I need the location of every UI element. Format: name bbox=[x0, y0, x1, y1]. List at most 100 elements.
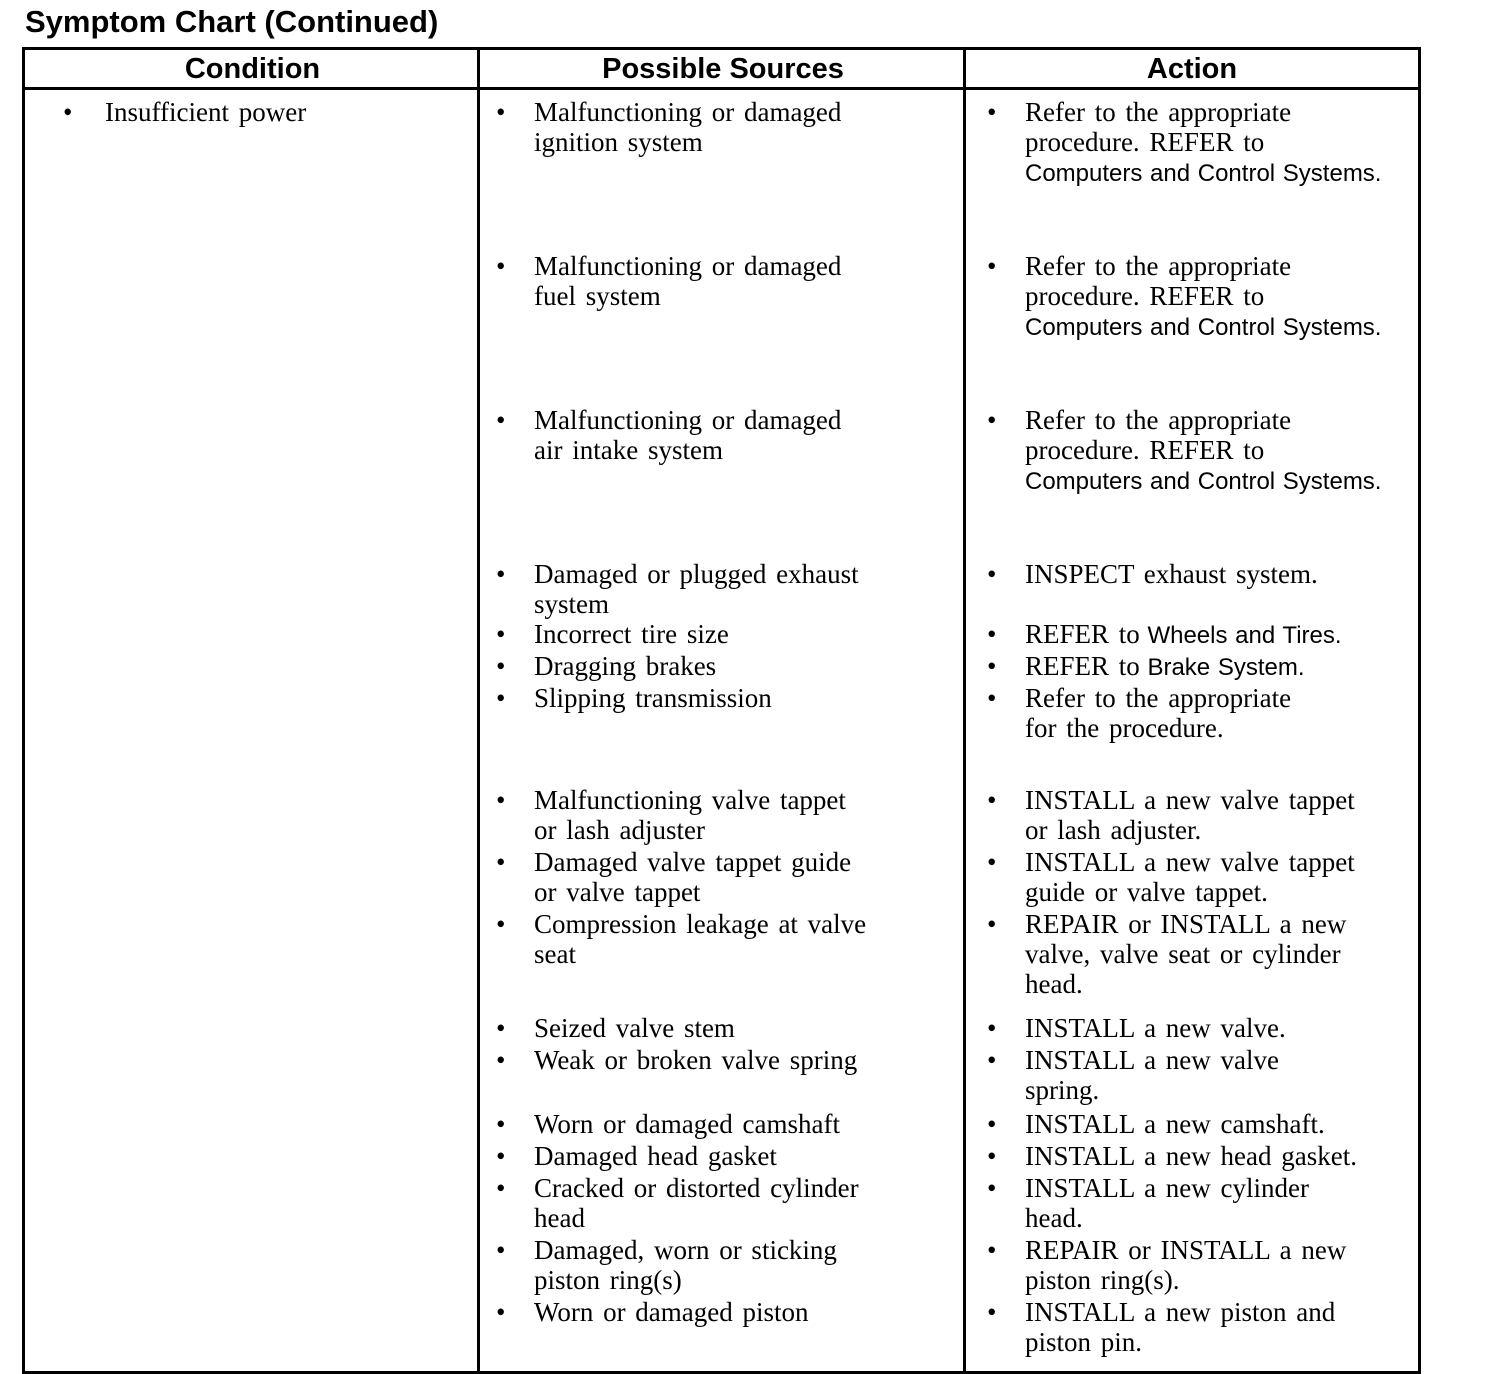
action-cell: • INSTALL a new valve. bbox=[966, 1013, 1418, 1045]
source-cell: • Damaged head gasket bbox=[480, 1141, 966, 1173]
source-text: Damaged valve tappet guide or valve tapp… bbox=[534, 847, 852, 907]
table-row: • Worn or damaged camshaft • INSTALL a n… bbox=[480, 1109, 1418, 1141]
bullet-icon: • bbox=[496, 785, 506, 815]
action-main-text: INSTALL a new valve tappet guide or valv… bbox=[1025, 847, 1355, 907]
table-row: • Dragging brakes • REFER to Brake Syste… bbox=[480, 651, 1418, 683]
action-cell: • Refer to the appropriate procedure. RE… bbox=[966, 405, 1418, 497]
bullet-icon: • bbox=[496, 651, 506, 681]
source-text: Slipping transmission bbox=[534, 683, 772, 713]
action-cell: • INSTALL a new valve tappet or lash adj… bbox=[966, 785, 1418, 847]
table-row: • Worn or damaged piston • INSTALL a new… bbox=[480, 1297, 1418, 1359]
action-text: INSTALL a new valve. bbox=[1025, 1013, 1412, 1045]
action-main-text: INSTALL a new cylinder head. bbox=[1025, 1173, 1309, 1233]
bullet-icon: • bbox=[987, 785, 997, 815]
table-row: • Damaged head gasket • INSTALL a new he… bbox=[480, 1141, 1418, 1173]
source-text: Incorrect tire size bbox=[534, 619, 729, 649]
source-cell: • Damaged, worn or sticking piston ring(… bbox=[480, 1235, 966, 1297]
action-cell: • Refer to the appropriate procedure. RE… bbox=[966, 97, 1418, 189]
bullet-icon: • bbox=[63, 97, 73, 127]
source-cell: • Damaged or plugged exhaust system bbox=[480, 559, 966, 619]
source-text: Damaged, worn or sticking piston ring(s) bbox=[534, 1235, 837, 1295]
action-text: Refer to the appropriate procedure. REFE… bbox=[1025, 97, 1412, 189]
action-main-text: INSTALL a new piston and piston pin. bbox=[1025, 1297, 1336, 1357]
source-cell: • Malfunctioning or damaged air intake s… bbox=[480, 405, 966, 497]
bullet-icon: • bbox=[496, 1109, 506, 1139]
action-main-text: INSTALL a new valve spring. bbox=[1025, 1045, 1280, 1105]
column-divider bbox=[963, 50, 966, 1371]
symptom-chart-table: Condition Possible Sources Action • Insu… bbox=[22, 47, 1421, 1374]
source-cell: • Damaged valve tappet guide or valve ta… bbox=[480, 847, 966, 909]
header-action: Action bbox=[1146, 53, 1238, 85]
bullet-icon: • bbox=[496, 683, 506, 713]
bullet-icon: • bbox=[496, 1235, 506, 1265]
bullet-icon: • bbox=[496, 97, 506, 127]
bullet-icon: • bbox=[496, 1297, 506, 1327]
action-main-text: Refer to the appropriate procedure. REFE… bbox=[1025, 97, 1292, 157]
source-cell: • Malfunctioning or damaged ignition sys… bbox=[480, 97, 966, 189]
bullet-icon: • bbox=[987, 97, 997, 127]
table-body-row: • Insufficient power • Malfunctioning or… bbox=[25, 90, 1418, 1371]
header-condition: Condition bbox=[184, 53, 321, 85]
manual-page: Symptom Chart (Continued) Condition Poss… bbox=[22, 4, 1421, 1374]
action-main-text: INSTALL a new head gasket. bbox=[1025, 1141, 1357, 1171]
column-divider bbox=[477, 50, 480, 1371]
bullet-icon: • bbox=[496, 847, 506, 877]
action-text: REPAIR or INSTALL a new piston ring(s). bbox=[1025, 1235, 1412, 1297]
bullet-icon: • bbox=[987, 251, 997, 281]
action-text: INSTALL a new valve tappet or lash adjus… bbox=[1025, 785, 1412, 847]
source-cell: • Seized valve stem bbox=[480, 1013, 966, 1045]
action-cell: • REFER to Brake System. bbox=[966, 651, 1418, 683]
bullet-icon: • bbox=[496, 1045, 506, 1075]
table-row: • Damaged, worn or sticking piston ring(… bbox=[480, 1235, 1418, 1297]
source-cell: • Incorrect tire size bbox=[480, 619, 966, 651]
action-cell: • Refer to the appropriate procedure. RE… bbox=[966, 251, 1418, 343]
source-cell: • Malfunctioning or damaged fuel system bbox=[480, 251, 966, 343]
action-text: INSTALL a new piston and piston pin. bbox=[1025, 1297, 1412, 1359]
source-text: Malfunctioning valve tappet or lash adju… bbox=[534, 785, 846, 845]
table-row: • Slipping transmission • Refer to the a… bbox=[480, 683, 1418, 745]
bullet-icon: • bbox=[987, 1141, 997, 1171]
bullet-icon: • bbox=[987, 1013, 997, 1043]
table-row: • Malfunctioning or damaged air intake s… bbox=[480, 405, 1418, 497]
action-reference-text: Computers and Control Systems. bbox=[1025, 468, 1382, 495]
bullet-icon: • bbox=[987, 1173, 997, 1203]
action-main-text: REPAIR or INSTALL a new valve, valve sea… bbox=[1025, 909, 1347, 999]
bullet-icon: • bbox=[496, 1173, 506, 1203]
source-cell: • Worn or damaged piston bbox=[480, 1297, 966, 1359]
action-cell: • REPAIR or INSTALL a new valve, valve s… bbox=[966, 909, 1418, 1001]
action-text: INSTALL a new head gasket. bbox=[1025, 1141, 1412, 1173]
action-text: Refer to the appropriate procedure. REFE… bbox=[1025, 405, 1412, 497]
symptom-group: • Worn or damaged camshaft • INSTALL a n… bbox=[480, 1109, 1418, 1359]
action-reference-text: Computers and Control Systems. bbox=[1025, 160, 1382, 187]
bullet-icon: • bbox=[496, 619, 506, 649]
bullet-icon: • bbox=[987, 405, 997, 435]
action-text: INSTALL a new cylinder head. bbox=[1025, 1173, 1412, 1235]
source-text: Seized valve stem bbox=[534, 1013, 735, 1043]
source-text: Weak or broken valve spring bbox=[534, 1045, 858, 1075]
table-row: • Malfunctioning valve tappet or lash ad… bbox=[480, 785, 1418, 847]
bullet-icon: • bbox=[987, 1235, 997, 1265]
bullet-icon: • bbox=[496, 559, 506, 589]
action-cell: • REPAIR or INSTALL a new piston ring(s)… bbox=[966, 1235, 1418, 1297]
action-main-text: REFER to bbox=[1025, 651, 1140, 681]
source-cell: • Dragging brakes bbox=[480, 651, 966, 683]
bullet-icon: • bbox=[987, 559, 997, 589]
action-text: Refer to the appropriate procedure. REFE… bbox=[1025, 251, 1412, 343]
action-text: REFER to Brake System. bbox=[1025, 651, 1412, 683]
action-cell: • INSTALL a new head gasket. bbox=[966, 1141, 1418, 1173]
action-reference-text: Computers and Control Systems. bbox=[1025, 314, 1382, 341]
action-main-text: REPAIR or INSTALL a new piston ring(s). bbox=[1025, 1235, 1347, 1295]
action-cell: • INSTALL a new piston and piston pin. bbox=[966, 1297, 1418, 1359]
table-row: • Compression leakage at valve seat • RE… bbox=[480, 909, 1418, 1001]
action-cell: • INSTALL a new camshaft. bbox=[966, 1109, 1418, 1141]
source-cell: • Malfunctioning valve tappet or lash ad… bbox=[480, 785, 966, 847]
action-reference-text: Brake System. bbox=[1139, 654, 1305, 681]
action-cell: • INSTALL a new cylinder head. bbox=[966, 1173, 1418, 1235]
action-cell: • INSPECT exhaust system. bbox=[966, 559, 1418, 619]
table-row: • Seized valve stem • INSTALL a new valv… bbox=[480, 1013, 1418, 1045]
bullet-icon: • bbox=[496, 909, 506, 939]
bullet-icon: • bbox=[496, 251, 506, 281]
table-row: • Damaged or plugged exhaust system • IN… bbox=[480, 559, 1418, 619]
source-cell: • Worn or damaged camshaft bbox=[480, 1109, 966, 1141]
action-cell: • Refer to the appropriate for the proce… bbox=[966, 683, 1418, 745]
